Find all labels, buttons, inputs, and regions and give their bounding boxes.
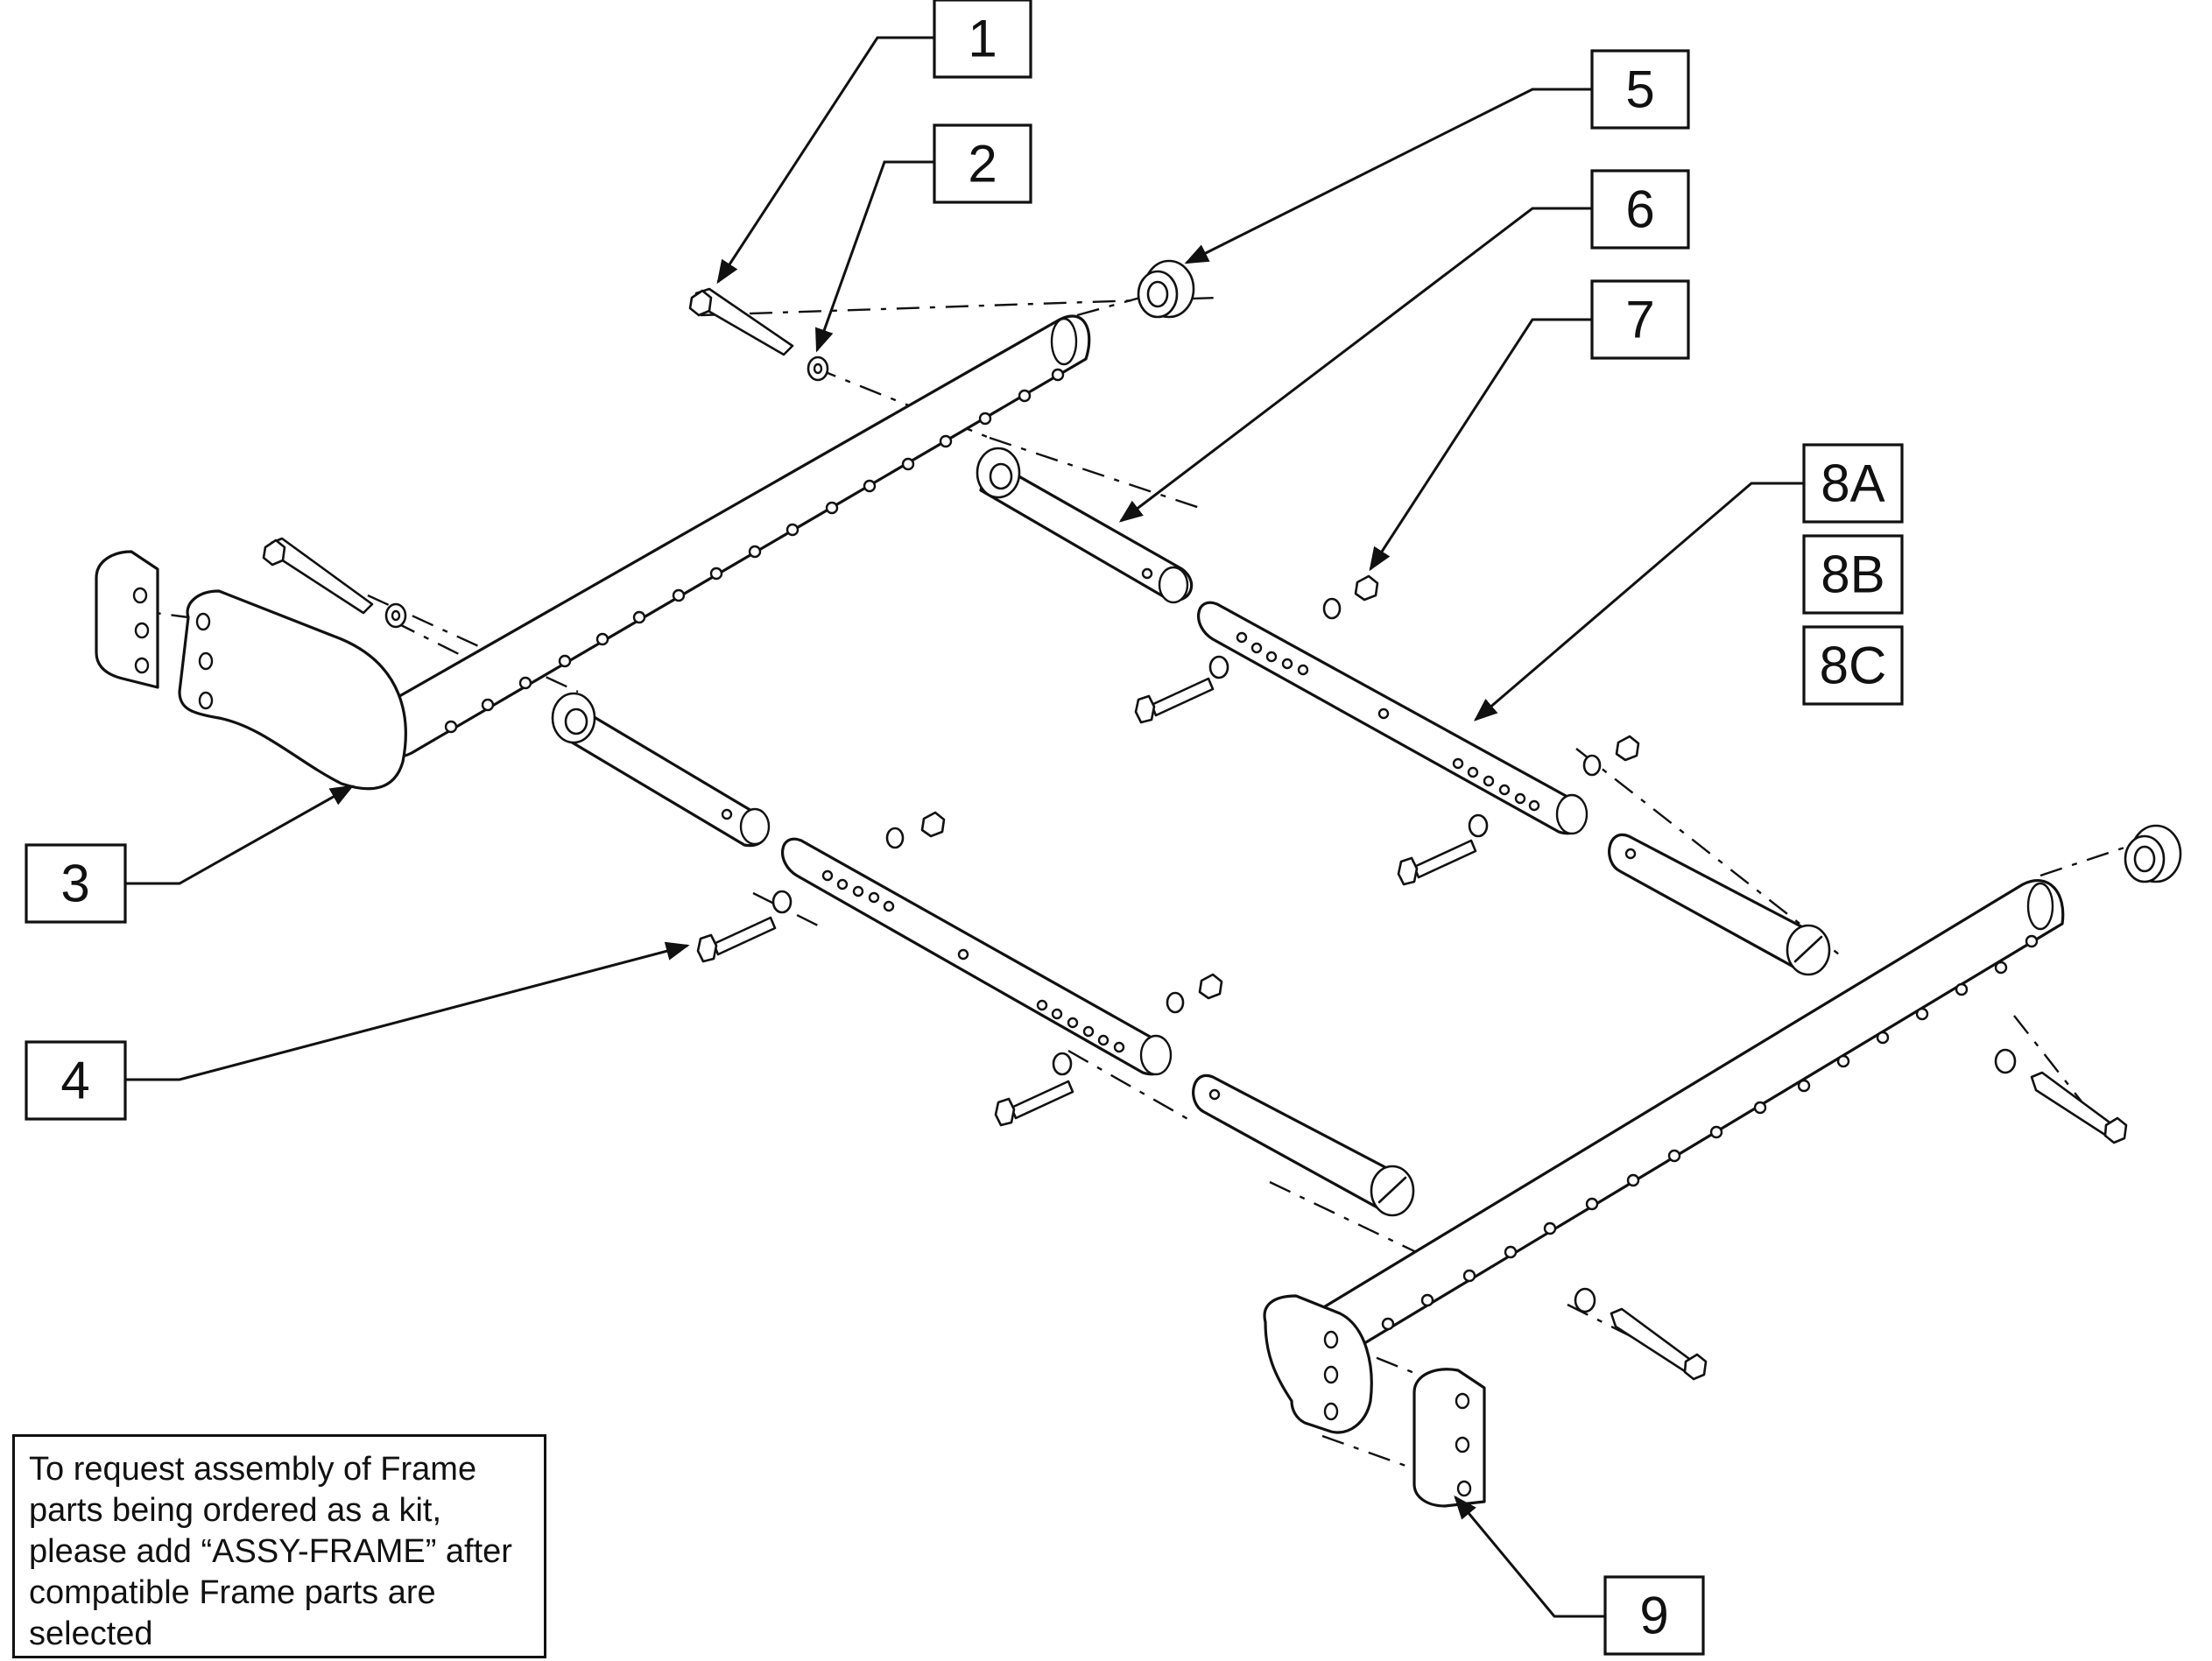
assembly-note-box: To request assembly of Frame parts being…	[12, 1434, 546, 1658]
callout-9: 9	[1603, 1575, 1705, 1656]
callout-3: 3	[25, 843, 127, 924]
callout-1: 1	[933, 0, 1032, 79]
upper-cross-tube	[976, 447, 1831, 976]
right-side-rail	[1263, 879, 2065, 1508]
callout-7-label: 7	[1625, 291, 1654, 349]
callout-9-label: 9	[1639, 1587, 1668, 1645]
callout-8a-label: 8A	[1821, 454, 1884, 513]
callout-1-label: 1	[968, 10, 997, 68]
callout-2-label: 2	[968, 135, 997, 194]
callout-6: 6	[1590, 169, 1690, 250]
assembly-note-text: To request assembly of Frame parts being…	[29, 1451, 512, 1652]
spacer-bushings	[1137, 259, 2182, 883]
callout-8c: 8C	[1802, 625, 1904, 706]
callout-2: 2	[933, 123, 1032, 204]
fasteners	[262, 287, 2128, 1381]
callout-4-label: 4	[60, 1052, 89, 1110]
callout-4: 4	[25, 1040, 127, 1121]
callout-8a: 8A	[1802, 443, 1904, 524]
callout-8b: 8B	[1802, 534, 1904, 615]
callout-3-label: 3	[60, 855, 89, 913]
callout-7: 7	[1590, 279, 1690, 360]
callout-5-label: 5	[1625, 60, 1654, 119]
lower-cross-tube	[551, 692, 1415, 1217]
callout-8c-label: 8C	[1820, 637, 1887, 695]
callout-8b-label: 8B	[1821, 545, 1884, 604]
callout-6-label: 6	[1625, 180, 1654, 239]
leader-lines	[125, 36, 1804, 1618]
left-side-rail	[95, 314, 1091, 791]
callout-5: 5	[1590, 49, 1690, 130]
